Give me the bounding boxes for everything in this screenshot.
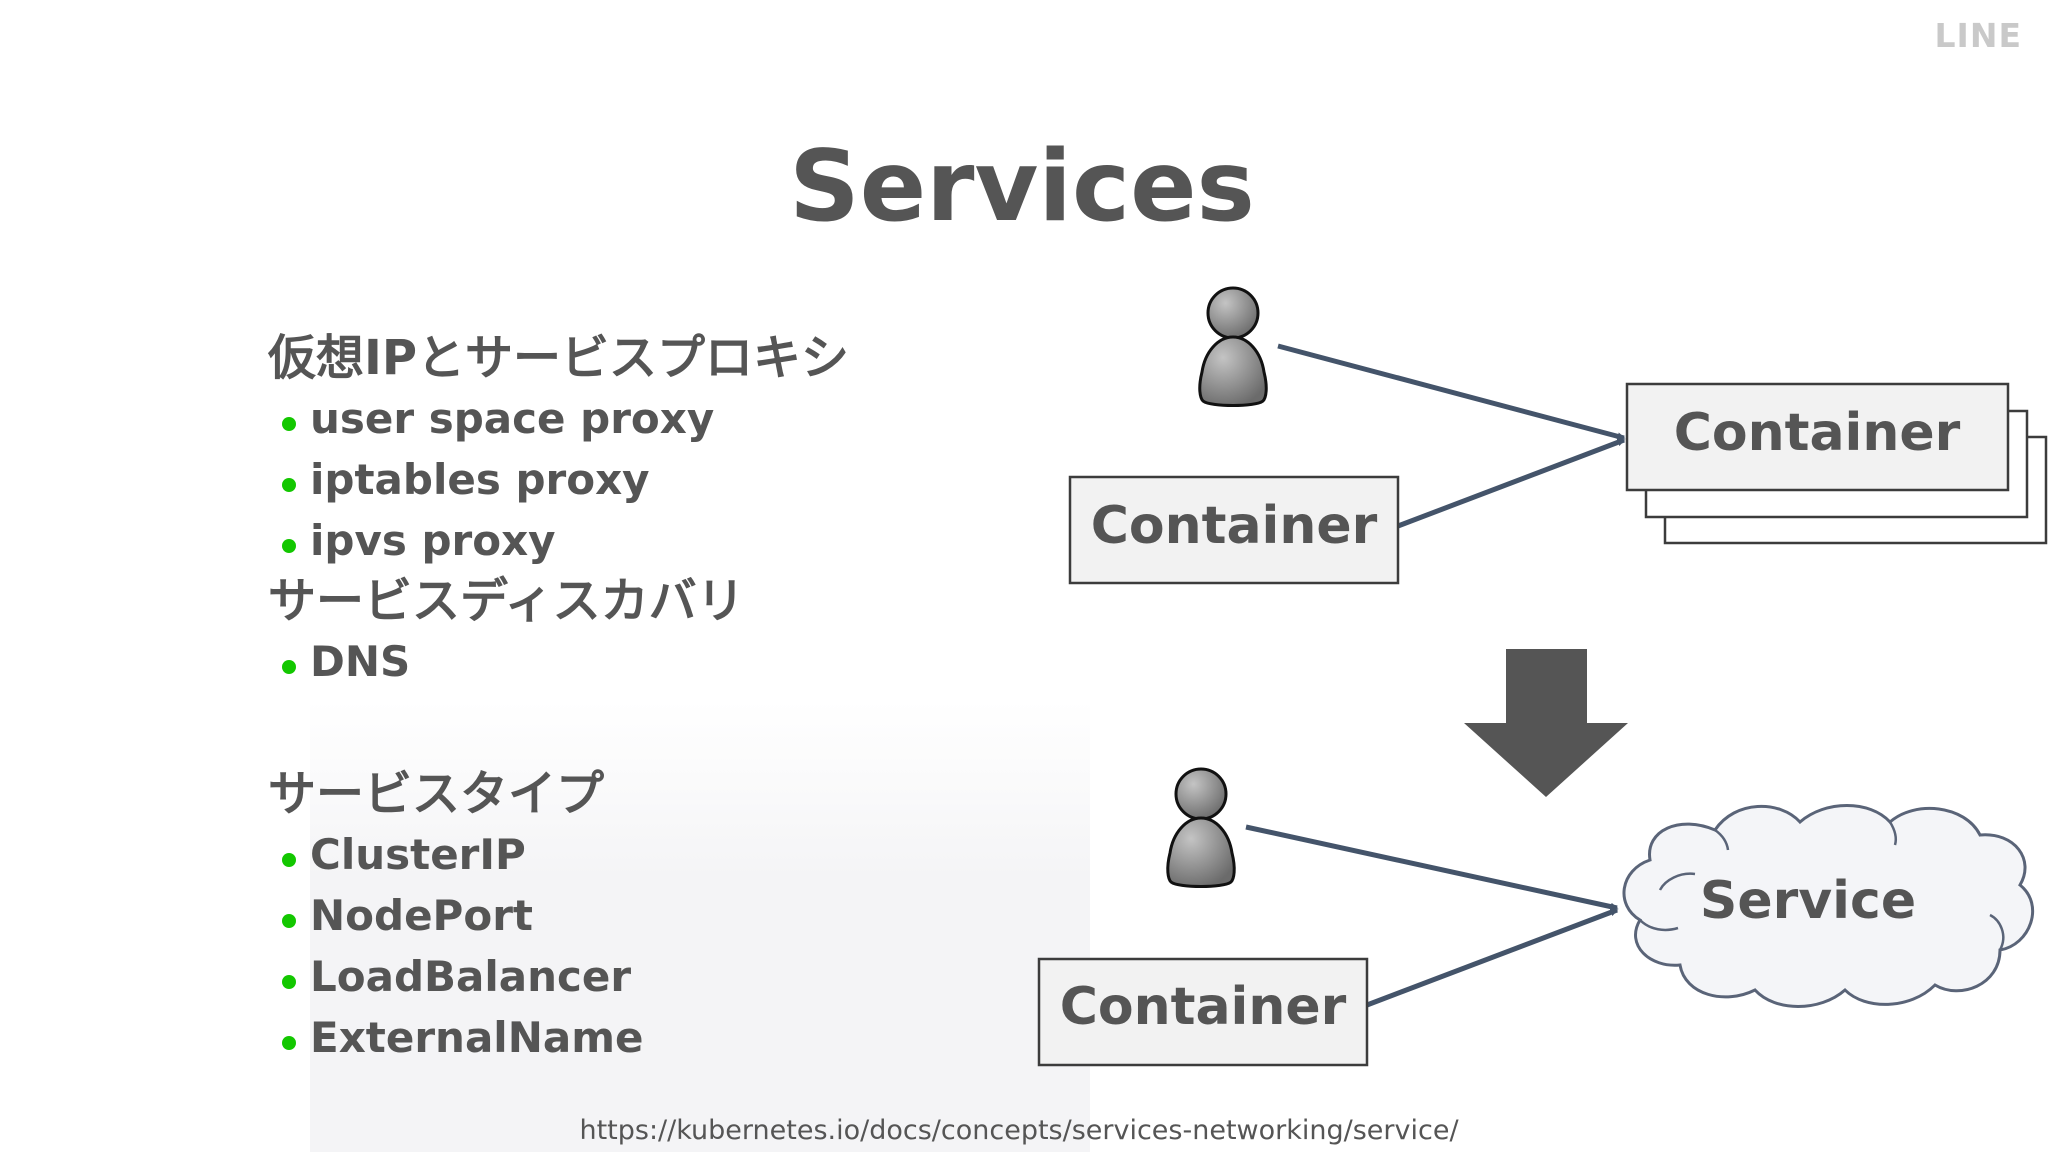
service-cloud: Service [1622,804,2035,1008]
source-container-box: Container [1037,957,1369,1067]
section-service-types: サービスタイプ ClusterIP NodePort LoadBalancer … [268,764,1028,1068]
list-item: iptables proxy [268,449,1028,510]
bullet-dot [282,914,296,928]
target-container-stack: Container [1625,382,2048,545]
bullet-dot [282,478,296,492]
list-item-label: NodePort [310,891,533,940]
connection-arrow [1397,437,1626,529]
bullet-dot [282,539,296,553]
person-icon [1166,767,1236,888]
container-label: Container [1091,496,1378,556]
list-item: ClusterIP [268,824,1028,885]
service-label: Service [1700,871,1916,931]
background-shade [310,700,1090,1152]
bullet-dot [282,975,296,989]
list-item-label: user space proxy [310,394,715,443]
bullet-dot [282,1036,296,1050]
slide-title: Services [789,130,1255,244]
source-container-box: Container [1068,475,1400,585]
list-item-label: ExternalName [310,1013,644,1062]
list-item: ipvs proxy [268,510,1028,571]
bullet-list-panel: 仮想IPとサービスプロキシ user space proxy iptables … [268,328,1028,1068]
down-arrow-icon [1464,649,1628,797]
section-virtual-ip: 仮想IPとサービスプロキシ user space proxy iptables … [268,328,1028,571]
list-item: ExternalName [268,1007,1028,1068]
section-heading: 仮想IPとサービスプロキシ [268,330,850,386]
bullet-dot [282,853,296,867]
list-item: NodePort [268,885,1028,946]
container-label: Container [1060,977,1347,1037]
connection-arrow [1277,343,1626,441]
bottom-diagram: Container Service [1037,767,2035,1067]
list-item: user space proxy [268,388,1028,449]
list-item: DNS [268,631,1028,692]
bullet-dot [282,660,296,674]
connection-arrow [1245,824,1619,911]
list-item-label: ipvs proxy [310,516,556,565]
brand-logo: LINE [1934,16,2022,55]
section-heading: サービスタイプ [268,766,605,822]
container-label: Container [1674,403,1961,463]
top-diagram: Container Container [1068,286,2048,585]
bullet-dot [282,417,296,431]
list-item-label: iptables proxy [310,455,650,504]
section-service-discovery: サービスディスカバリ DNS [268,571,1028,692]
list-item-label: DNS [310,637,411,686]
list-item-label: ClusterIP [310,830,526,879]
list-item: LoadBalancer [268,946,1028,1007]
list-item-label: LoadBalancer [310,952,632,1001]
section-heading: サービスディスカバリ [268,573,745,629]
person-icon [1198,286,1268,407]
source-url: https://kubernetes.io/docs/concepts/serv… [579,1115,1459,1146]
connection-arrow [1366,907,1619,1008]
